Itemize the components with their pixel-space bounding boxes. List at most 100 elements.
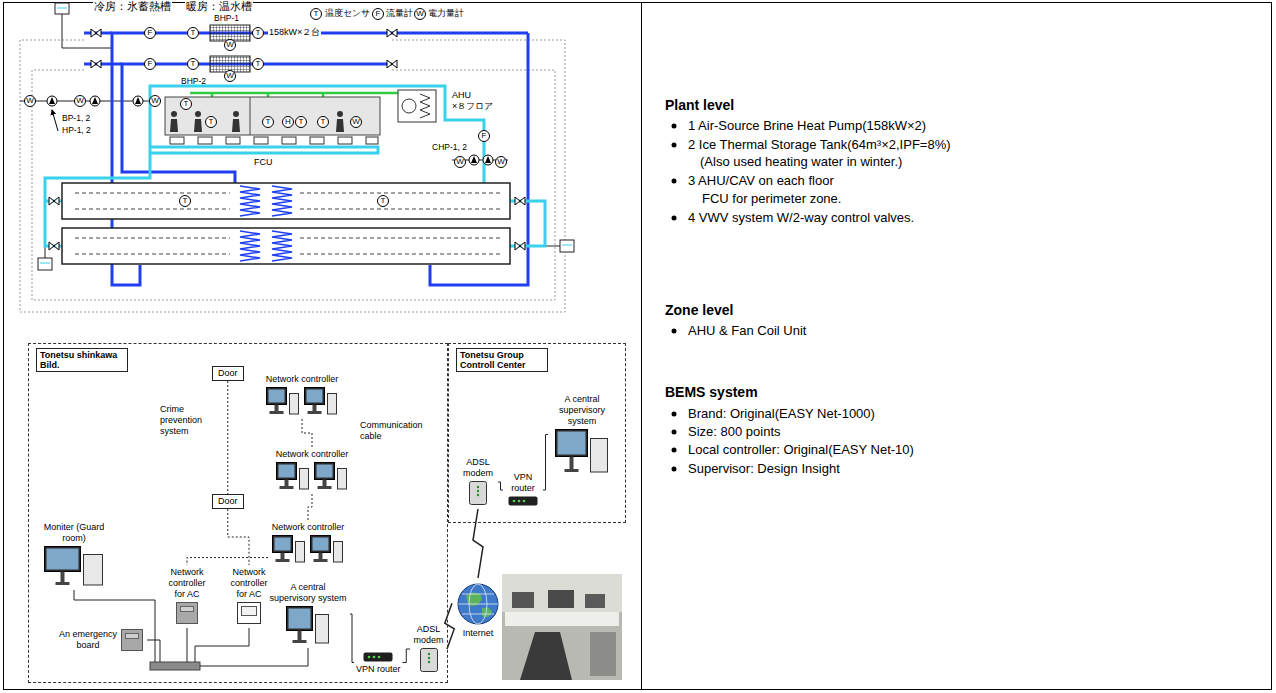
sensor-symbol: W xyxy=(74,95,86,107)
legend-text: 流量計 xyxy=(386,8,413,19)
mon-icon xyxy=(45,547,81,572)
leader-arrow xyxy=(52,110,58,131)
pc-icon xyxy=(286,606,330,644)
office-photo xyxy=(585,594,605,608)
person-icon xyxy=(337,111,343,117)
floor-count: ×８フロア xyxy=(452,101,493,112)
router-icon xyxy=(508,496,538,506)
pump-symbol xyxy=(133,96,143,106)
fan-coil-unit xyxy=(310,137,324,144)
pump-symbol xyxy=(49,97,55,104)
grey-icon xyxy=(121,629,143,651)
sensor-symbol: T xyxy=(179,195,191,207)
floor-zone xyxy=(165,97,380,135)
pair-icon xyxy=(319,553,323,560)
spec-item: FCU for perimeter zone. xyxy=(702,191,841,207)
sensor-symbol: F xyxy=(144,58,156,70)
modem-icon xyxy=(477,494,479,496)
sensor-symbol: T xyxy=(252,58,264,70)
control-valve xyxy=(49,29,525,250)
sensor-letter: T xyxy=(253,28,263,38)
network-controller: Network controller xyxy=(262,372,342,419)
pair-icon xyxy=(314,559,328,562)
white-icon xyxy=(238,603,261,624)
pair-icon xyxy=(273,536,343,563)
person-icon xyxy=(195,111,201,117)
sensor-symbol: T xyxy=(187,58,199,70)
device-label: ADSL modem xyxy=(412,624,445,646)
sensor-letter: T xyxy=(181,99,191,109)
bullet-dot xyxy=(672,329,677,334)
modem-icon xyxy=(427,657,429,659)
device-label: VPN router xyxy=(356,664,401,675)
pc-icon xyxy=(298,631,302,641)
network-cable xyxy=(227,381,228,494)
unit-tag: BHP-1 xyxy=(214,13,239,23)
sensor-symbol: T xyxy=(252,27,264,39)
pump-tag: BP-1, 2 xyxy=(62,113,90,123)
sensor-letter: F xyxy=(479,131,489,141)
modem-icon xyxy=(470,482,487,505)
sensor-letter: F xyxy=(373,9,383,19)
control-wire xyxy=(20,40,565,312)
router-icon xyxy=(378,656,381,659)
thin-line xyxy=(20,14,560,258)
modem-icon xyxy=(427,653,429,655)
sensor-symbol: W xyxy=(224,39,236,51)
ac-controller: Network controller for AC xyxy=(222,565,276,628)
internet-globe: Internet xyxy=(452,578,504,641)
air-handling-unit xyxy=(420,94,430,118)
expansion-tank xyxy=(562,245,572,246)
pump-tag: HP-1, 2 xyxy=(62,125,91,135)
control-wire xyxy=(20,40,565,312)
storage-tank xyxy=(272,186,292,216)
mon-icon xyxy=(61,572,65,583)
sensor-symbol: T xyxy=(205,116,217,128)
pair-icon xyxy=(334,542,343,563)
globe-icon xyxy=(458,584,498,624)
expansion-tank xyxy=(55,3,69,14)
pair-icon xyxy=(267,388,287,405)
device-label: A central supervisory system xyxy=(550,394,614,427)
section-heading: BEMS system xyxy=(665,384,758,400)
network-cable xyxy=(308,494,312,520)
internet-link xyxy=(445,603,454,649)
pair-icon xyxy=(276,559,290,562)
expansion-tank xyxy=(38,3,574,270)
pair-icon xyxy=(305,388,325,405)
thin-line xyxy=(62,14,112,48)
device-label: An emergency board xyxy=(57,629,119,651)
pair-icon xyxy=(323,480,327,487)
office-photo xyxy=(590,632,616,676)
adsl-modem: ADSL modem xyxy=(458,455,498,509)
capacity-note: 158kW×２台 xyxy=(268,27,321,38)
control-valve xyxy=(49,242,59,250)
lan-cable xyxy=(74,590,155,662)
box-label: Door xyxy=(218,368,238,379)
router-icon xyxy=(523,500,526,503)
router-icon xyxy=(364,653,393,662)
device-label: Network controller for AC xyxy=(162,567,212,600)
mon-icon xyxy=(45,547,103,586)
network-cable xyxy=(228,509,249,565)
sensor-letter: W xyxy=(225,71,235,81)
modem-icon xyxy=(420,649,437,672)
legend-text: 温度センサ xyxy=(325,8,370,19)
sensor-letter: T xyxy=(263,117,273,127)
vpn-router: VPN router xyxy=(354,648,403,677)
pair-icon xyxy=(307,390,323,403)
sensor-symbol: T xyxy=(317,116,329,128)
globe-icon xyxy=(458,584,498,624)
network-controller: Network controller xyxy=(268,520,348,567)
pump-symbol xyxy=(90,96,100,106)
lan-cable xyxy=(195,628,249,662)
section-heading: Plant level xyxy=(665,97,734,113)
table-frame xyxy=(4,3,1272,690)
bullet-dot xyxy=(672,143,677,148)
pump-symbol xyxy=(47,96,493,165)
pair-icon xyxy=(338,469,347,490)
pair-icon xyxy=(270,411,284,414)
device-label: Network controller for AC xyxy=(224,567,274,600)
sensor-letter: T xyxy=(188,59,198,69)
spec-item: 4 VWV system W/2-way control valves. xyxy=(688,210,914,226)
